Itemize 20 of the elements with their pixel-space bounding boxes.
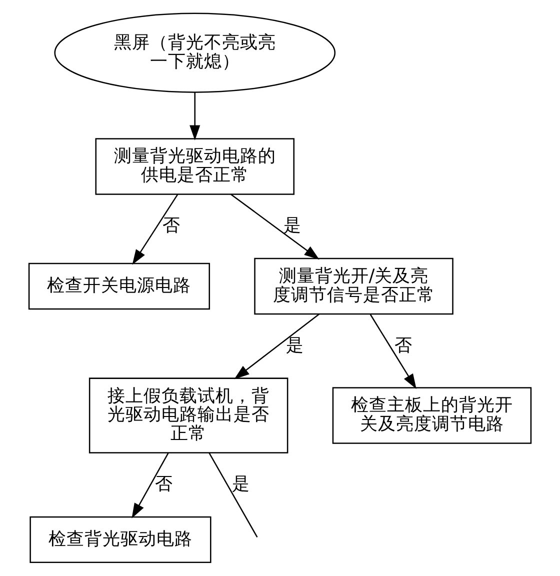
edge-label: 否	[394, 336, 413, 356]
edge-label: 是	[286, 336, 304, 356]
connector	[208, 452, 258, 538]
node-box: 接上假负载试机，背光驱动电路输出是否正常	[88, 378, 288, 454]
edge-label: 是	[232, 474, 250, 495]
arrow	[190, 92, 200, 140]
node-box: 测量背光开/关及亮度调节信号是否正常	[254, 258, 454, 315]
arrow	[230, 194, 320, 260]
node-box: 测量背光驱动电路的供电是否正常	[95, 138, 294, 195]
arrow	[234, 314, 320, 380]
node-box: 检查背光驱动电路	[30, 516, 212, 564]
node-ellipse: 黑屏（背光不亮或亮一下就熄）	[54, 12, 336, 93]
edge-label: 是	[284, 216, 302, 236]
edge-label: 否	[154, 474, 173, 495]
arrow	[370, 314, 416, 390]
arrow	[132, 452, 169, 518]
node-box: 检查开关电源电路	[28, 262, 210, 310]
edge-label: 否	[162, 216, 181, 236]
node-box: 检查主板上的背光开关及亮度调节电路	[332, 387, 532, 444]
arrow	[132, 194, 178, 265]
